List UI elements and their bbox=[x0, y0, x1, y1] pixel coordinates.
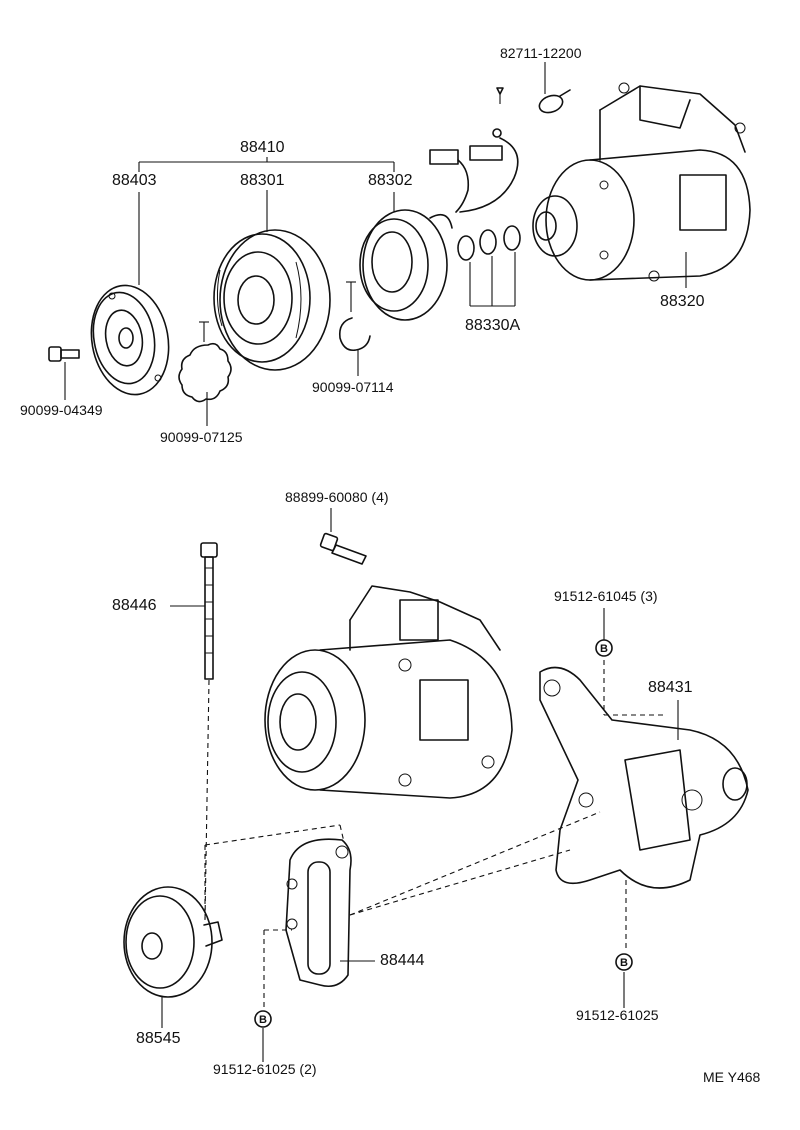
label-88403: 88403 bbox=[112, 172, 157, 189]
label-91512-61025: 91512-61025 bbox=[576, 1007, 659, 1023]
label-88545: 88545 bbox=[136, 1030, 181, 1047]
adjusting-bar-88444 bbox=[262, 838, 375, 1062]
field-coil-88302 bbox=[359, 192, 453, 321]
label-88431: 88431 bbox=[648, 679, 693, 696]
bolt-88899-60080 bbox=[319, 508, 367, 565]
diagram-reference-code: ME Y468 bbox=[703, 1069, 761, 1085]
label-91512-61045: 91512-61045 (3) bbox=[554, 588, 658, 604]
clip-82711-12200 bbox=[496, 62, 571, 114]
idler-pulley-88545 bbox=[123, 886, 223, 1028]
marker-b-61025-2: B bbox=[254, 1010, 272, 1028]
long-bolt-88446 bbox=[170, 542, 218, 921]
label-88320: 88320 bbox=[660, 293, 705, 310]
label-90099-07114: 90099-07114 bbox=[312, 379, 394, 395]
label-88330a: 88330A bbox=[465, 317, 521, 334]
label-82711-12200: 82711-12200 bbox=[500, 45, 582, 61]
bolt-90099-04349 bbox=[48, 346, 80, 400]
label-90099-07125: 90099-07125 bbox=[160, 429, 243, 445]
pulley-88301 bbox=[213, 190, 331, 371]
bracket-88431 bbox=[539, 660, 749, 1008]
compressor-88320 bbox=[532, 82, 751, 288]
wire-harness bbox=[429, 128, 519, 213]
label-88446: 88446 bbox=[112, 597, 157, 614]
pressure-plate-88403 bbox=[90, 192, 170, 396]
label-88301: 88301 bbox=[240, 172, 285, 189]
marker-b-61025: B bbox=[615, 953, 633, 971]
reference-dash-lines bbox=[204, 811, 601, 920]
marker-b-text: B bbox=[259, 1014, 267, 1026]
o-rings-88330a bbox=[457, 225, 521, 307]
snap-ring-90099-07114 bbox=[338, 281, 371, 376]
label-91512-61025-2: 91512-61025 (2) bbox=[213, 1061, 317, 1077]
snap-ring-90099-07125 bbox=[178, 321, 232, 426]
marker-b-text: B bbox=[600, 643, 608, 655]
label-88899-60080: 88899-60080 (4) bbox=[285, 489, 389, 505]
label-88302: 88302 bbox=[368, 172, 413, 189]
label-88444: 88444 bbox=[380, 952, 425, 969]
label-90099-04349: 90099-04349 bbox=[20, 402, 103, 418]
marker-b-text: B bbox=[620, 957, 628, 969]
label-88410: 88410 bbox=[240, 139, 285, 156]
marker-b-61045: B bbox=[595, 608, 613, 657]
compressor-assembly bbox=[264, 585, 513, 799]
bracket-88410 bbox=[138, 157, 395, 172]
